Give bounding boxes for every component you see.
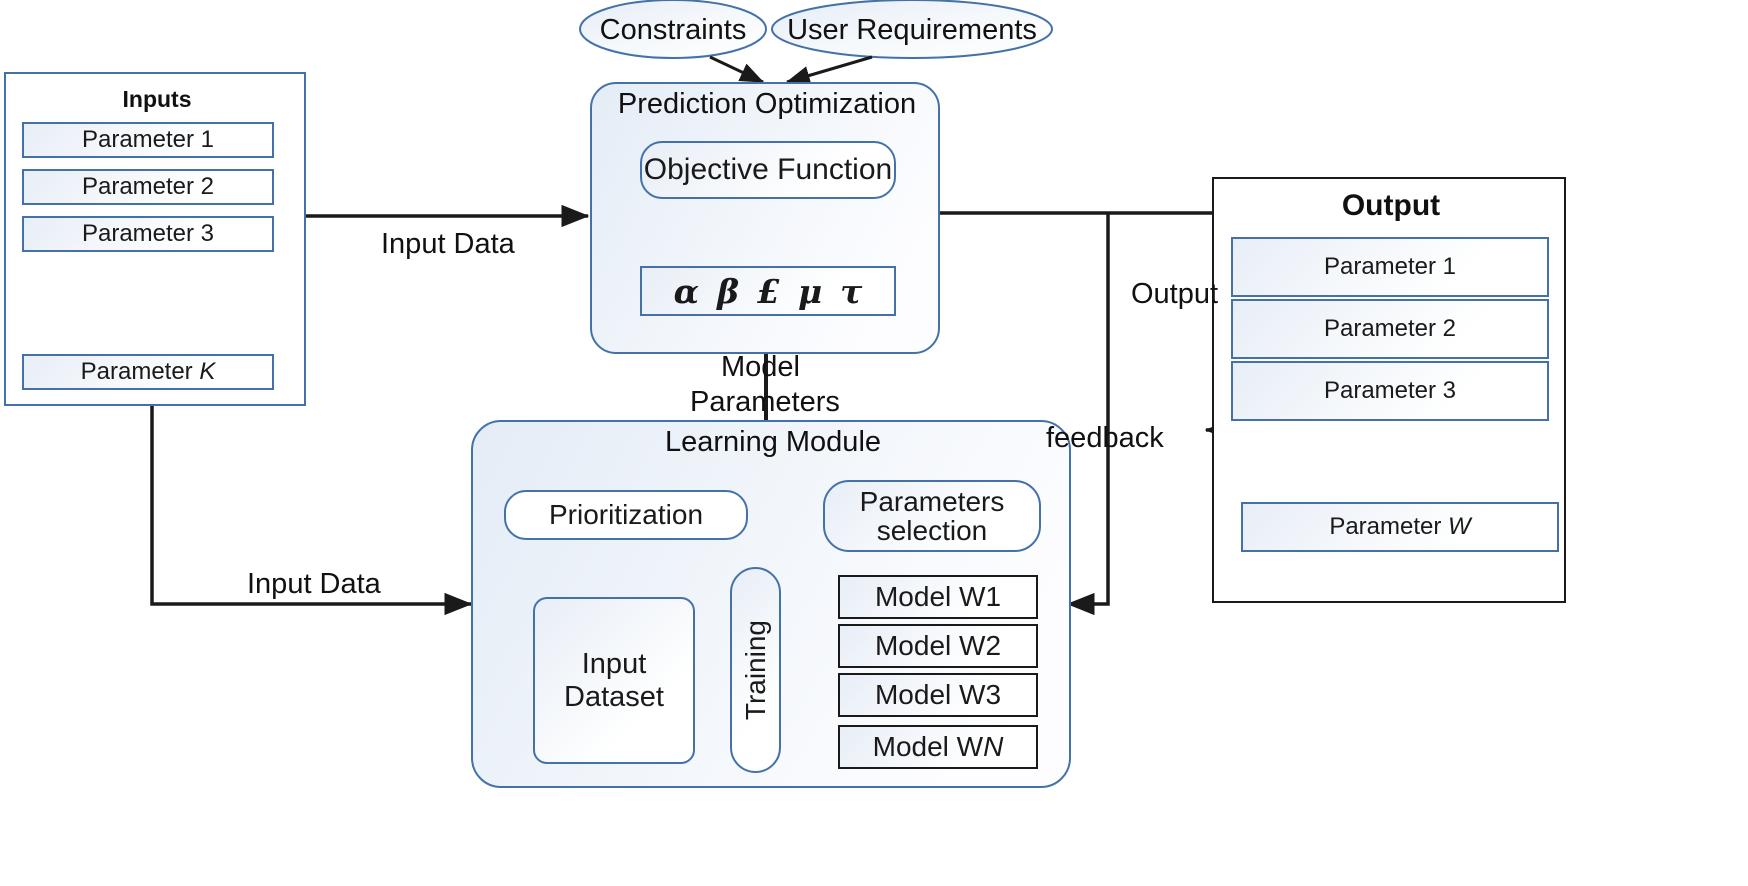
- parameters-selection-line1: Parameters: [859, 485, 1005, 517]
- constraints-arrow: [709, 55, 765, 84]
- model-parameters-label-line2: Parameters: [690, 386, 840, 418]
- model-w1-label: Model W1: [874, 581, 1002, 612]
- parameters-selection-box[interactable]: Parameters selection: [823, 480, 1041, 552]
- constraints-ellipse: [579, 0, 767, 59]
- constraints-label: Constraints: [599, 14, 747, 46]
- output-parameter-w[interactable]: Parameter W: [1241, 502, 1559, 552]
- symbol-mu: μ: [797, 271, 823, 311]
- model-w2-label: Model W2: [874, 630, 1002, 661]
- inputs-parameter-1[interactable]: Parameter 1: [22, 122, 274, 158]
- user-requirements-arrow: [785, 55, 873, 85]
- output-parameter-3-label: Parameter 3: [1323, 377, 1457, 404]
- model-wn-box[interactable]: Model WN: [838, 725, 1038, 769]
- symbol-beta: β: [717, 271, 739, 311]
- model-w2-box[interactable]: Model W2: [838, 624, 1038, 668]
- model-wn-label: Model WN: [872, 731, 1004, 762]
- output-parameter-2[interactable]: Parameter 2: [1231, 299, 1549, 359]
- input-data-top-label: Input Data: [381, 228, 515, 260]
- output-parameter-2-label: Parameter 2: [1323, 315, 1457, 342]
- user-requirements-label: User Requirements: [787, 14, 1037, 46]
- prioritization-label: Prioritization: [548, 499, 704, 530]
- symbol-tau: τ: [840, 271, 863, 311]
- output-parameter-w-label: Parameter W: [1329, 513, 1471, 540]
- model-parameters-label-line1: Model: [721, 351, 800, 383]
- inputs-panel: Inputs Parameter 1 Parameter 2 Parameter…: [4, 72, 306, 406]
- output-parameter-1[interactable]: Parameter 1: [1231, 237, 1549, 297]
- output-panel: Output Parameter 1 Parameter 2 Parameter…: [1212, 177, 1566, 603]
- prioritization-box[interactable]: Prioritization: [504, 490, 748, 540]
- inputs-title: Inputs: [122, 86, 192, 112]
- output-parameter-3[interactable]: Parameter 3: [1231, 361, 1549, 421]
- input-dataset-line1: Input: [581, 648, 647, 681]
- inputs-parameter-3-label: Parameter 3: [81, 220, 215, 247]
- objective-function-box[interactable]: Objective Function: [640, 141, 896, 199]
- inputs-parameter-2[interactable]: Parameter 2: [22, 169, 274, 205]
- feedback-arrow: [1066, 213, 1110, 616]
- output-parameter-1-label: Parameter 1: [1323, 253, 1457, 280]
- inputs-parameter-k-label: Parameter K: [80, 358, 216, 385]
- input-data-bottom-arrow: [150, 404, 473, 616]
- feedback-edge-label: feedback: [1046, 422, 1164, 454]
- user-requirements-ellipse: [771, 0, 1053, 59]
- objective-function-label: Objective Function: [643, 153, 893, 186]
- output-title: Output: [1341, 189, 1441, 222]
- inputs-parameter-1-label: Parameter 1: [81, 126, 215, 153]
- input-dataset-line2: Dataset: [564, 680, 664, 713]
- input-data-bottom-label: Input Data: [247, 568, 381, 600]
- training-box[interactable]: Training: [730, 567, 781, 773]
- output-edge-label: Output: [1131, 278, 1219, 310]
- prediction-optimization-panel: Prediction Optimization Objective Functi…: [590, 82, 940, 354]
- inputs-parameter-k[interactable]: Parameter K: [22, 354, 274, 390]
- parameters-selection-line2: selection: [876, 515, 988, 546]
- prediction-optimization-title: Prediction Optimization: [617, 88, 917, 120]
- learning-module-title: Learning Module: [664, 426, 882, 458]
- symbol-alpha: α: [673, 271, 700, 311]
- training-label: Training: [739, 619, 771, 721]
- learning-module-panel: Learning Module Prioritization Parameter…: [471, 420, 1071, 788]
- model-parameters-symbols-box: α β £ μ τ: [640, 266, 896, 316]
- inputs-parameter-3[interactable]: Parameter 3: [22, 216, 274, 252]
- model-w1-box[interactable]: Model W1: [838, 575, 1038, 619]
- model-w3-box[interactable]: Model W3: [838, 673, 1038, 717]
- model-w3-label: Model W3: [874, 679, 1002, 710]
- input-dataset-box[interactable]: Input Dataset: [533, 597, 695, 764]
- inputs-parameter-2-label: Parameter 2: [81, 173, 215, 200]
- symbol-pound: £: [756, 271, 780, 311]
